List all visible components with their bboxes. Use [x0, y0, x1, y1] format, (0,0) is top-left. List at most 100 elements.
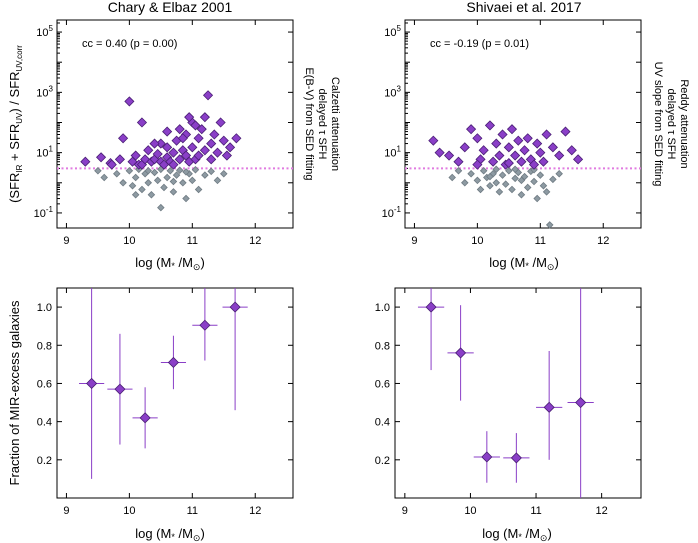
- normal-galaxy-point: [100, 173, 108, 182]
- mir-excess-galaxy-point: [434, 147, 445, 158]
- normal-galaxy-point: [533, 194, 541, 203]
- side-label-tr: UV slope from SED fitting delayed τ SFH …: [652, 62, 690, 187]
- x-tick-label-br: 11: [530, 505, 541, 517]
- y-tick-label-tl: 101: [36, 145, 53, 160]
- fraction-point: [229, 301, 241, 313]
- side-label-tr-line3: Reddy attenuation: [678, 79, 690, 168]
- y-tick-label-tl: 105: [36, 24, 53, 39]
- normal-galaxy-point: [501, 180, 510, 188]
- x-axis-label-tr: log (M* /M⊙): [489, 255, 559, 272]
- mir-excess-galaxy-point: [114, 154, 125, 165]
- mir-excess-galaxy-point: [80, 156, 91, 167]
- normal-galaxy-point: [138, 185, 146, 194]
- normal-galaxy-point: [486, 181, 494, 190]
- mir-excess-galaxy-point: [190, 120, 201, 131]
- normal-galaxy-point: [220, 169, 228, 178]
- mir-excess-galaxy-point: [124, 96, 135, 107]
- mir-excess-galaxy-point: [532, 138, 543, 149]
- x-tick-label-tl: 12: [249, 235, 261, 247]
- mir-excess-galaxy-point: [174, 154, 185, 165]
- mir-excess-galaxy-point: [547, 142, 558, 153]
- normal-galaxy-point: [498, 171, 507, 179]
- normal-galaxy-point: [530, 177, 538, 186]
- mir-excess-galaxy-point: [510, 150, 521, 161]
- mir-excess-galaxy-point: [199, 145, 210, 156]
- normal-galaxy-point: [517, 191, 526, 199]
- mir-excess-galaxy-point: [193, 133, 204, 144]
- normal-galaxy-point: [147, 191, 156, 199]
- y-tick-label-tr: 10-1: [382, 205, 402, 220]
- mir-excess-galaxy-point: [472, 159, 483, 170]
- normal-galaxy-point: [492, 165, 501, 174]
- x-tick-label-tr: 10: [471, 235, 483, 247]
- normal-galaxy-point: [467, 169, 475, 178]
- y-tick-label-br: 0.2: [375, 455, 390, 467]
- y-tick-label-tl: 10-1: [34, 205, 54, 220]
- normal-galaxy-point: [119, 179, 127, 187]
- fraction-point: [114, 383, 126, 395]
- normal-galaxy-point: [549, 175, 557, 184]
- mir-excess-galaxy-point: [503, 158, 514, 169]
- mir-excess-galaxy-point: [168, 159, 179, 170]
- normal-galaxy-point: [555, 169, 563, 178]
- y-tick-label-bl: 0.4: [37, 417, 52, 429]
- normal-galaxy-point: [150, 168, 159, 177]
- y-tick-label-bl: 0.2: [37, 455, 52, 467]
- plot-frame-bl: [56, 287, 294, 499]
- mir-excess-galaxy-point: [503, 142, 514, 153]
- y-tick-label-br: 0.4: [375, 417, 390, 429]
- normal-galaxy-point: [172, 171, 181, 179]
- cc-annotation-tl: cc = 0.40 (p = 0.00): [82, 38, 177, 50]
- mir-excess-galaxy-point: [541, 129, 552, 140]
- normal-galaxy-point: [94, 167, 102, 175]
- scatter-points-tl: [80, 90, 242, 212]
- normal-galaxy-point: [201, 171, 209, 179]
- fraction-point: [455, 347, 467, 359]
- x-tick-label-tl: 9: [63, 235, 69, 247]
- mir-excess-galaxy-point: [519, 145, 530, 156]
- mir-excess-galaxy-point: [118, 133, 129, 144]
- mir-excess-galaxy-point: [535, 147, 546, 158]
- normal-galaxy-point: [517, 176, 526, 185]
- x-tick-label-tr: 9: [411, 235, 417, 247]
- side-label-tr-line1: UV slope from SED fitting: [652, 62, 664, 187]
- x-tick-label-tl: 10: [123, 235, 135, 247]
- normal-galaxy-point: [523, 183, 532, 192]
- side-label-tl-line3: Calzetti attenuation: [329, 77, 341, 171]
- fraction-point: [139, 412, 151, 424]
- y-tick-label-br: 0.8: [375, 340, 390, 352]
- normal-galaxy-point: [157, 203, 165, 212]
- normal-galaxy-point: [545, 221, 554, 229]
- x-tick-label-tl: 11: [187, 235, 198, 247]
- mir-excess-galaxy-point: [143, 145, 154, 156]
- normal-galaxy-point: [131, 173, 140, 182]
- normal-galaxy-point: [511, 165, 519, 174]
- mir-excess-galaxy-point: [130, 150, 141, 161]
- mir-excess-galaxy-point: [206, 154, 217, 165]
- normal-galaxy-point: [175, 166, 184, 175]
- mir-excess-galaxy-point: [184, 112, 195, 123]
- mir-excess-galaxy-point: [221, 150, 232, 161]
- normal-galaxy-point: [125, 167, 134, 175]
- normal-galaxy-point: [508, 185, 516, 194]
- normal-galaxy-point: [179, 179, 187, 187]
- y-tick-label-bl: 1.0: [37, 302, 52, 314]
- mir-excess-galaxy-point: [443, 150, 455, 161]
- mir-excess-galaxy-point: [516, 156, 527, 167]
- normal-galaxy-point: [539, 181, 548, 190]
- mir-excess-galaxy-point: [187, 142, 198, 153]
- errorbar-points-br: [417, 288, 594, 498]
- mir-excess-galaxy-point: [149, 138, 160, 149]
- normal-galaxy-point: [182, 168, 190, 176]
- normal-galaxy-point: [207, 167, 215, 176]
- x-axis-label-tl: log (M* /M⊙): [135, 255, 205, 272]
- normal-galaxy-point: [128, 181, 137, 190]
- mir-excess-galaxy-point: [538, 156, 549, 167]
- mir-excess-galaxy-point: [513, 135, 524, 146]
